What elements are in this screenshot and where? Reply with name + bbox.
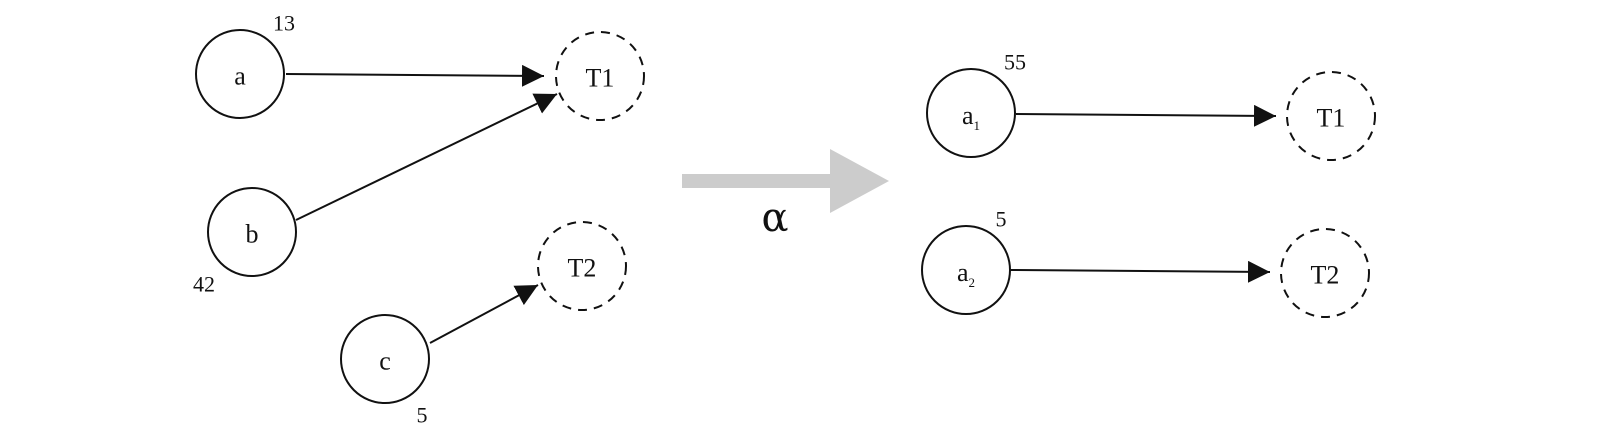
node-c-circle bbox=[340, 314, 430, 404]
node-c: c 5 bbox=[340, 314, 430, 428]
right-graph: a1 55 a2 5 T1 T2 bbox=[921, 50, 1376, 318]
transform-arrow-shaft bbox=[682, 174, 834, 188]
transform-arrow: α bbox=[682, 149, 889, 241]
target-T1-left-circle bbox=[555, 31, 645, 121]
edge-b-T1 bbox=[295, 93, 558, 221]
node-a2-label: a2 bbox=[957, 258, 975, 290]
node-a1-circle bbox=[926, 68, 1016, 158]
target-T2-left-label: T2 bbox=[568, 254, 597, 283]
target-T2-left-circle bbox=[537, 221, 627, 311]
target-T2-right-circle bbox=[1280, 228, 1370, 318]
node-a2: a2 5 bbox=[921, 207, 1011, 315]
node-a1-subscript: 1 bbox=[974, 118, 981, 133]
node-b-weight: 42 bbox=[193, 272, 215, 297]
node-a1-label: a1 bbox=[962, 101, 980, 133]
node-a2-circle bbox=[921, 225, 1011, 315]
node-a-label: a bbox=[234, 62, 246, 91]
target-T1-left: T1 bbox=[555, 31, 645, 121]
target-T1-right: T1 bbox=[1286, 71, 1376, 161]
target-T1-left-label: T1 bbox=[586, 64, 615, 93]
target-T1-right-circle bbox=[1286, 71, 1376, 161]
left-graph: a 13 b 42 c 5 T1 T2 bbox=[193, 11, 645, 428]
edge-a1-T1 bbox=[1015, 104, 1277, 127]
node-c-weight: 5 bbox=[417, 403, 428, 428]
transform-symbol: α bbox=[761, 195, 788, 241]
target-T2-right-label: T2 bbox=[1311, 261, 1340, 290]
node-a2-subscript: 2 bbox=[969, 275, 976, 290]
node-a2-weight: 5 bbox=[996, 207, 1007, 232]
node-a-weight: 13 bbox=[273, 11, 295, 36]
transform-arrow-head bbox=[830, 149, 889, 213]
edge-a-T1 bbox=[285, 64, 545, 87]
node-b-label: b bbox=[246, 220, 259, 249]
target-T2-left: T2 bbox=[537, 221, 627, 311]
node-a1: a1 55 bbox=[926, 50, 1026, 158]
target-T2-right: T2 bbox=[1280, 228, 1370, 318]
node-b-circle bbox=[207, 187, 297, 277]
target-T1-right-label: T1 bbox=[1317, 104, 1346, 133]
node-b: b 42 bbox=[193, 187, 297, 297]
node-a-circle bbox=[195, 29, 285, 119]
node-a2-letter: a bbox=[957, 258, 969, 287]
node-a1-letter: a bbox=[962, 101, 974, 130]
node-c-label: c bbox=[379, 347, 391, 376]
edge-c-T2 bbox=[429, 284, 539, 344]
edge-a2-T2 bbox=[1009, 260, 1271, 283]
node-a1-weight: 55 bbox=[1004, 50, 1026, 75]
node-a: a 13 bbox=[195, 11, 295, 119]
